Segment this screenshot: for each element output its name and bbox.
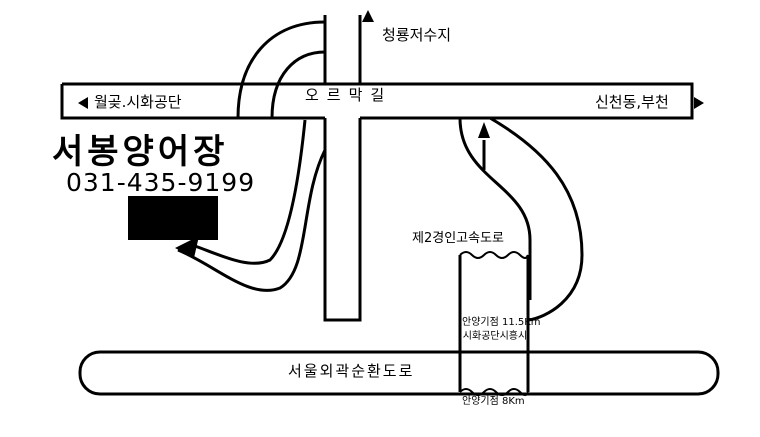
triangle-left-icon [78,97,88,109]
west-road-label: 월곶.시화공단 [94,93,182,111]
access-arrowhead [175,236,199,258]
ramp-up-arrowhead [478,122,490,138]
ring-road-label: 서울외곽순환도로 [288,362,415,380]
ramp-outer [489,116,584,322]
highway-label: 제2경인고속도로 [412,231,504,246]
business-phone: 031-435-9199 [66,168,256,197]
ramp-inner [458,117,532,300]
km-marker-lower: 안양기점 8Km [462,396,525,407]
highway-wave-bottom [459,388,529,396]
highway-corridor [458,255,530,392]
km-marker-upper-line1: 안양기점 11.5Km [462,317,541,328]
triangle-right-icon [694,97,704,109]
west-loop-outer [236,20,326,119]
access-road-outer [177,149,327,292]
south-road [323,118,362,322]
ring-road-outline [78,350,720,396]
location-block [128,196,218,240]
east-road-label: 신천동,부천 [595,93,669,111]
triangle-up-icon [362,10,374,22]
highway-wave-top [459,251,529,259]
km-marker-upper-line2: 시화공단시흥시 [462,330,528,342]
east-west-road-top [62,82,694,120]
business-name: 서봉양어장 [52,132,229,172]
main-road-label: 오르막길 [305,86,393,104]
north-road-label: 청룡저수지 [382,26,452,44]
access-road-inner [194,119,307,265]
north-road [323,15,362,84]
west-loop-inner [270,50,326,119]
km-marker-upper: 안양기점 11.5Km 시화공단시흥시 [462,316,541,343]
